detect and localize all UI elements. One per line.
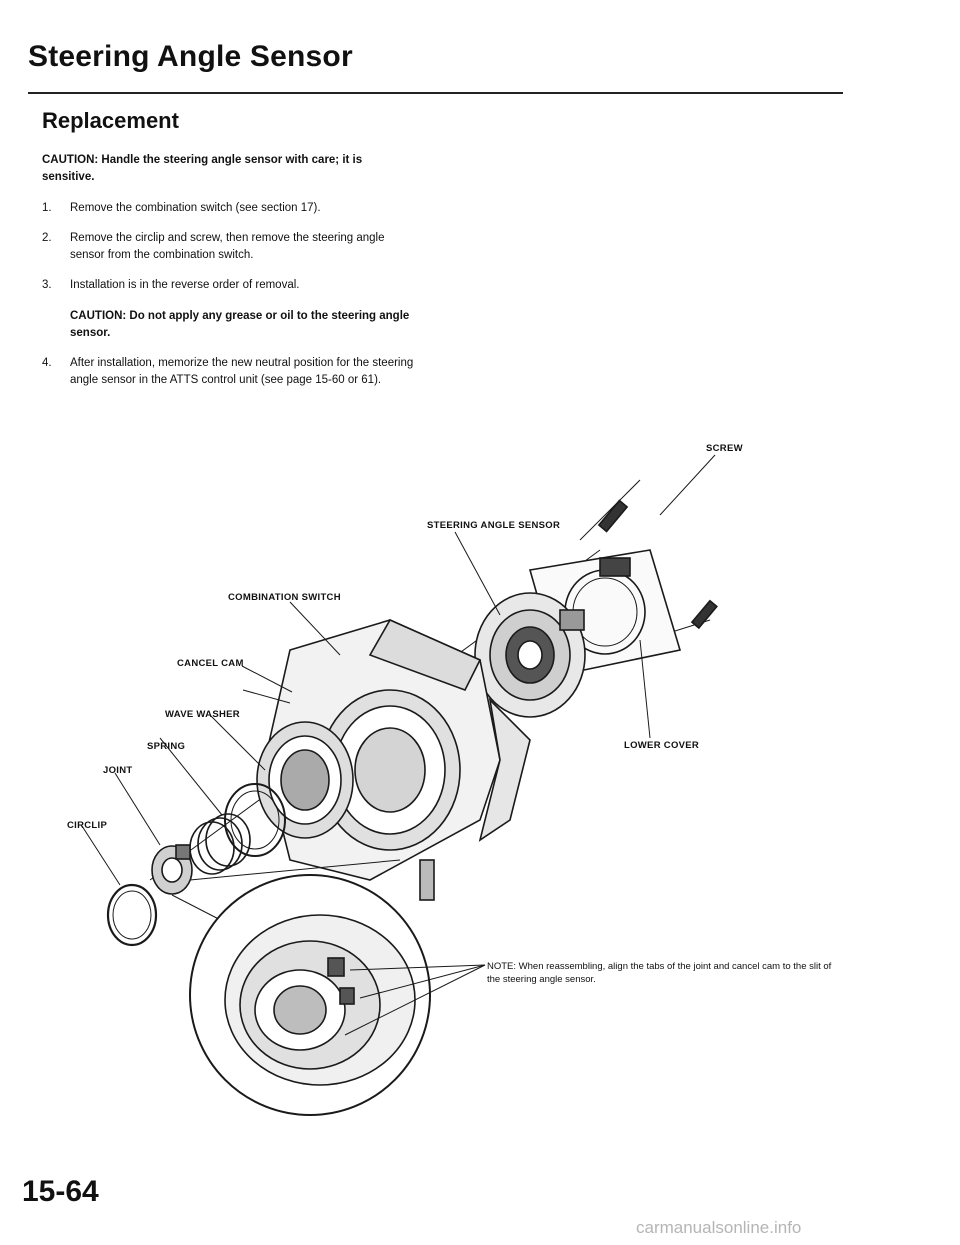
label-screw: SCREW bbox=[706, 443, 743, 454]
section-title: Replacement bbox=[42, 108, 179, 133]
detail-magnifier bbox=[171, 859, 431, 1116]
page-title: Steering Angle Sensor bbox=[28, 40, 353, 73]
cancel-cam-part bbox=[256, 721, 354, 839]
step-caution: CAUTION: Do not apply any grease or oil … bbox=[70, 310, 410, 339]
step-number: 2. bbox=[42, 232, 52, 244]
step-number: 4. bbox=[42, 357, 52, 369]
circlip-part bbox=[106, 883, 158, 947]
reassembly-note: NOTE: When reassembling, align the tabs … bbox=[487, 961, 832, 985]
label-joint: JOINT bbox=[103, 765, 133, 776]
step-text: Remove the combination switch (see secti… bbox=[70, 202, 321, 214]
label-cancel-cam: CANCEL CAM bbox=[177, 658, 244, 669]
step-text: Remove the circlip and screw, then remov… bbox=[70, 232, 385, 261]
label-lower-cover: LOWER COVER bbox=[624, 740, 700, 751]
procedure-steps: 1. Remove the combination switch (see se… bbox=[42, 200, 417, 389]
step-1: 1. Remove the combination switch (see se… bbox=[42, 200, 417, 217]
label-circlip: CIRCLIP bbox=[67, 820, 108, 831]
screw-part bbox=[579, 479, 641, 541]
label-combination-switch: COMBINATION SWITCH bbox=[228, 592, 341, 603]
caution-text: CAUTION: Handle the steering angle senso… bbox=[42, 154, 363, 183]
label-spring: SPRING bbox=[147, 741, 186, 752]
step-text: After installation, memorize the new neu… bbox=[70, 357, 414, 386]
label-steering-angle-sensor: STEERING ANGLE SENSOR bbox=[427, 520, 561, 531]
page-number: 15-64 bbox=[22, 1175, 99, 1208]
screw-lower-part bbox=[690, 599, 718, 630]
procedure-text: CAUTION: Handle the steering angle senso… bbox=[42, 152, 417, 402]
step-3: 3. Installation is in the reverse order … bbox=[42, 277, 417, 342]
step-number: 3. bbox=[42, 279, 52, 291]
step-text: Installation is in the reverse order of … bbox=[70, 279, 300, 291]
step-4: 4. After installation, memorize the new … bbox=[42, 355, 417, 389]
label-wave-washer: WAVE WASHER bbox=[165, 709, 240, 720]
exploded-diagram bbox=[81, 454, 718, 1116]
step-2: 2. Remove the circlip and screw, then re… bbox=[42, 230, 417, 264]
wave-washer-part bbox=[224, 783, 286, 857]
step-number: 1. bbox=[42, 202, 52, 214]
steering-angle-sensor-part bbox=[474, 592, 586, 718]
joint-part bbox=[151, 844, 193, 895]
title-divider bbox=[28, 92, 843, 94]
label-leaders bbox=[81, 454, 716, 1036]
watermark: carmanualsonline.info bbox=[636, 1218, 802, 1237]
